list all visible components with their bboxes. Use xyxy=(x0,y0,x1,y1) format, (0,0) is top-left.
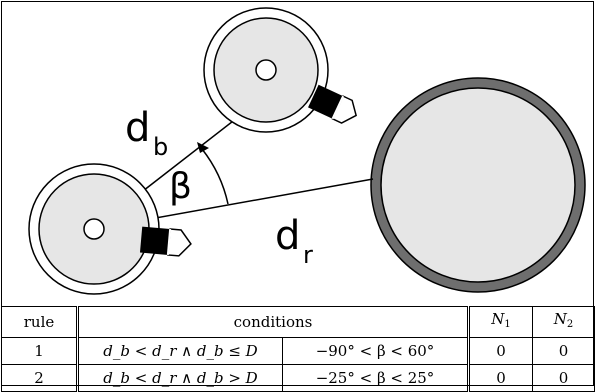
label-d-b: d xyxy=(125,105,150,151)
table-row: 1 d_b < d_r ∧ d_b ≤ D −90° < β < 60° 0 0 xyxy=(1,337,595,365)
header-n2: N2 xyxy=(532,306,595,338)
condition-distance: d_b < d_r ∧ d_b > D xyxy=(77,364,283,392)
label-beta: β xyxy=(169,166,192,207)
n2-value: 0 xyxy=(532,337,595,365)
beta-arrowhead xyxy=(197,142,209,153)
table-row: 2 d_b < d_r ∧ d_b > D −25° < β < 25° 0 0 xyxy=(1,364,595,392)
n1-value: 0 xyxy=(468,337,533,365)
rule-number: 2 xyxy=(1,364,79,392)
robot-b xyxy=(203,7,358,133)
rule-number: 1 xyxy=(1,337,79,365)
label-d-r: d xyxy=(275,213,300,259)
label-d-b-sub: b xyxy=(153,133,168,161)
robot-diagram: d b β d r xyxy=(28,7,586,295)
robot-a xyxy=(28,163,192,295)
n2-value: 0 xyxy=(532,364,595,392)
header-rule: rule xyxy=(1,306,79,338)
n1-value: 0 xyxy=(468,364,533,392)
condition-angle: −25° < β < 25° xyxy=(282,364,470,392)
sensor-icon xyxy=(308,84,358,124)
header-conditions: conditions xyxy=(77,306,470,338)
beta-arc xyxy=(201,148,229,205)
obstacle-circle xyxy=(370,77,586,293)
header-n1: N1 xyxy=(468,306,533,338)
condition-angle: −90° < β < 60° xyxy=(282,337,470,365)
table-header-row: rule conditions N1 N2 xyxy=(1,306,595,338)
label-d-r-sub: r xyxy=(303,241,313,269)
rules-table: rule conditions N1 N2 1 d_b < d_r ∧ d_b … xyxy=(1,306,595,392)
condition-distance: d_b < d_r ∧ d_b ≤ D xyxy=(77,337,283,365)
sensor-icon xyxy=(139,226,192,257)
